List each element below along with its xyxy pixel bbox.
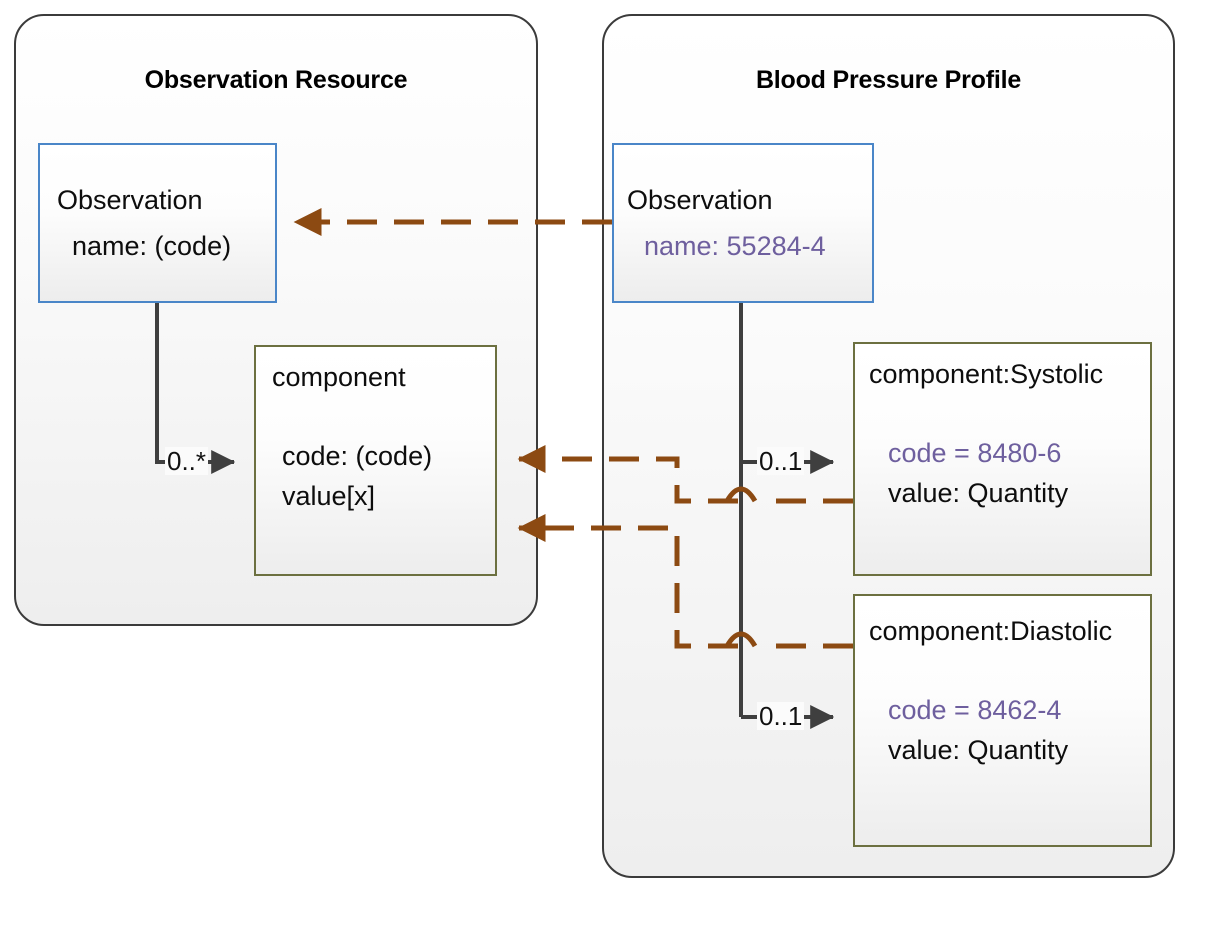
component-systolic-name: component:Systolic xyxy=(869,359,1104,389)
component-attr-value: value[x] xyxy=(282,481,376,511)
component-attr-code: code: (code) xyxy=(282,441,433,471)
box-component-diastolic[interactable]: component:Diastolic code = 8462-4 value:… xyxy=(853,594,1152,847)
box-observation-resource[interactable]: Observation name: (code) xyxy=(38,143,277,303)
component-diastolic-name: component:Diastolic xyxy=(869,616,1113,646)
multiplicity-profile-observation-systolic: 0..1 xyxy=(757,446,805,476)
box-component[interactable]: component code: (code) value[x] xyxy=(254,345,497,576)
profile-observation-name: Observation xyxy=(627,185,773,215)
component-diastolic-attr-value: value: Quantity xyxy=(888,735,1069,765)
panel-title-observation-resource: Observation Resource xyxy=(144,66,408,94)
box-component-systolic[interactable]: component:Systolic code = 8480-6 value: … xyxy=(853,342,1152,576)
component-diastolic-attr-code: code = 8462-4 xyxy=(888,695,1062,725)
component-systolic-attr-value: value: Quantity xyxy=(888,478,1069,508)
panel-title-blood-pressure-profile: Blood Pressure Profile xyxy=(755,66,1022,94)
component-name: component xyxy=(272,362,406,392)
observation-resource-attr-name: name: (code) xyxy=(72,231,232,261)
multiplicity-observation-component: 0..* xyxy=(165,446,209,476)
observation-resource-name: Observation xyxy=(57,185,203,215)
multiplicity-profile-observation-diastolic: 0..1 xyxy=(757,701,805,731)
profile-observation-attr-name: name: 55284-4 xyxy=(644,231,826,261)
component-systolic-attr-code: code = 8480-6 xyxy=(888,438,1062,468)
box-profile-observation[interactable]: Observation name: 55284-4 xyxy=(612,143,874,303)
